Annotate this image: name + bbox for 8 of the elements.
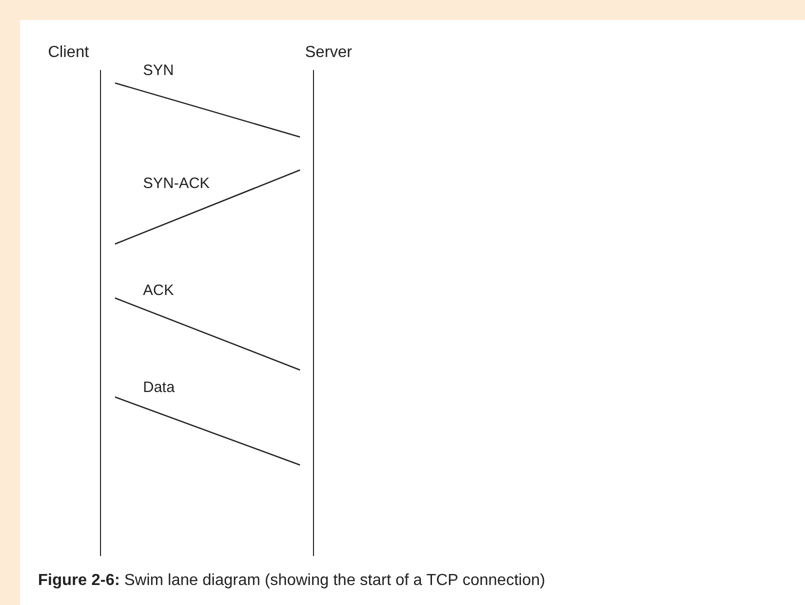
lane-label: Server	[305, 44, 352, 62]
lane-label: Client	[48, 44, 89, 62]
message-line	[114, 297, 300, 371]
message-line	[114, 169, 300, 245]
message-line	[114, 396, 300, 466]
message-line	[114, 82, 300, 138]
figure-caption: Figure 2-6: Swim lane diagram (showing the start of a TCP connection)	[38, 572, 546, 590]
lifeline	[48, 44, 102, 556]
